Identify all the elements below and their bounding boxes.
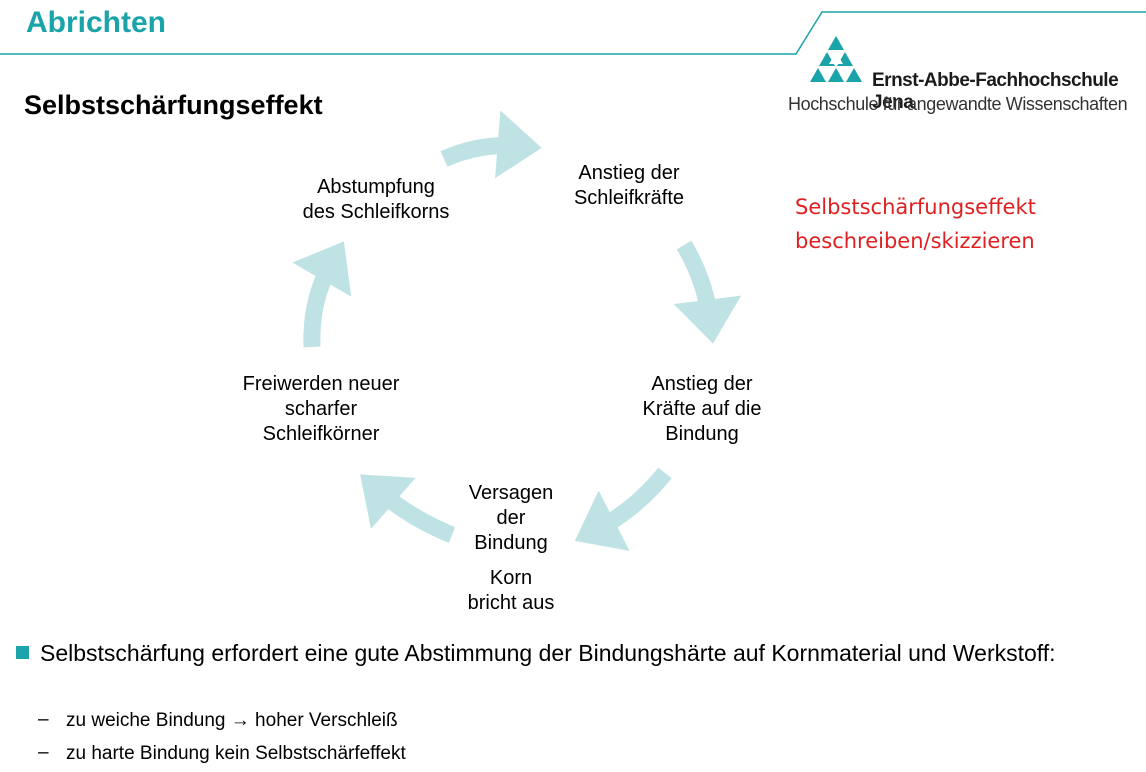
arrow-right-upper	[673, 240, 742, 344]
page-header-title: Abrichten	[26, 6, 167, 39]
cycle-label-bond-failure: Versagen der Bindung	[468, 482, 554, 554]
sub-item-text: zu weiche Bindung → hoher Verschleiß	[66, 710, 398, 731]
cycle-label-grain-breakout: Korn bricht aus	[467, 567, 555, 614]
section-title: Selbstschärfungseffekt	[24, 90, 323, 120]
bullet-marker	[16, 646, 29, 659]
university-logo-icon	[810, 36, 862, 82]
cycle-label-force-increase: Anstieg der Schleifkräfte	[573, 162, 685, 209]
header-divider	[0, 11, 1146, 55]
cycle-label-new-grains: Freiwerden neuer scharfer Schleifkörner	[242, 373, 400, 445]
task-note: Selbstschärfungseffekt beschreiben/skizz…	[795, 195, 1036, 253]
university-name: Ernst-Abbe-Fachhochschule Jena	[872, 70, 1119, 113]
cycle-label-bond-force: Anstieg der Kräfte auf die Bindung	[642, 373, 762, 445]
sub-item-text: zu harte Bindung kein Selbstschärfeffekt	[66, 743, 406, 764]
sub-item-dash: –	[38, 709, 49, 730]
bullet-text: Selbstschärfung erfordert eine gute Abst…	[40, 640, 1056, 666]
arrow-left	[292, 241, 352, 348]
university-subtitle: Hochschule für angewandte Wissenschaften	[788, 94, 1128, 114]
sub-item-dash: –	[38, 742, 49, 763]
cycle-label-dulling: Abstumpfung des Schleifkorns	[302, 176, 450, 223]
arrow-bottom-left	[360, 474, 456, 543]
arrow-top	[440, 110, 542, 179]
arrow-right-lower	[574, 467, 672, 551]
